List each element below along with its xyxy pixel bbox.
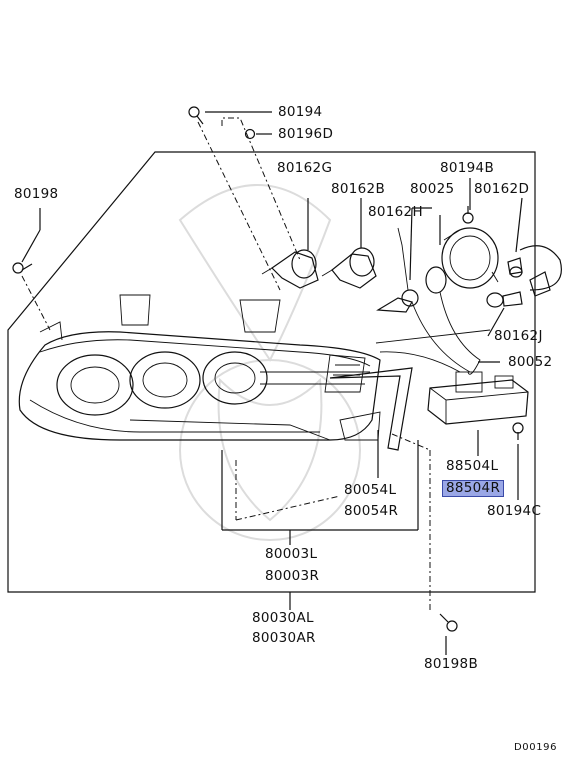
part-label-80003R[interactable]: 80003R [265, 568, 320, 584]
part-label-80194B[interactable]: 80194B [440, 160, 495, 176]
small-bulb-sockets [486, 245, 562, 308]
watermark-emblem [178, 184, 361, 541]
dust-cover [441, 227, 499, 289]
part-label-80052[interactable]: 80052 [508, 354, 553, 370]
part-label-80198B[interactable]: 80198B [424, 656, 479, 672]
part-label-80162B[interactable]: 80162B [331, 181, 386, 197]
part-label-80196D[interactable]: 80196D [278, 126, 334, 142]
part-label-80025[interactable]: 80025 [410, 181, 455, 197]
leader-lines [21, 111, 523, 655]
part-label-80194[interactable]: 80194 [278, 104, 323, 120]
fasteners [12, 106, 524, 632]
part-label-80162D[interactable]: 80162D [474, 181, 530, 197]
part-label-80162J[interactable]: 80162J [494, 328, 543, 344]
diagram-code: D00196 [514, 742, 558, 753]
part-label-88504L[interactable]: 88504L [446, 458, 499, 474]
part-label-80030AL[interactable]: 80030AL [252, 610, 314, 626]
headlamp-housing [18, 294, 381, 441]
part-label-80054L[interactable]: 80054L [344, 482, 397, 498]
bulb-and-harness [375, 227, 491, 375]
halogen-bulbs [261, 247, 377, 289]
part-label-80194C[interactable]: 80194C [487, 503, 542, 519]
hid-ballast [427, 371, 529, 425]
part-label-80162G[interactable]: 80162G [277, 160, 333, 176]
side-marker-strip [329, 367, 413, 451]
part-label-80162H[interactable]: 80162H [368, 204, 423, 220]
part-label-88504R-highlighted[interactable]: 88504R [442, 480, 505, 497]
part-label-80003L[interactable]: 80003L [265, 546, 318, 562]
part-label-80030AR[interactable]: 80030AR [252, 630, 316, 646]
assembly-frame [7, 151, 536, 593]
part-label-80198[interactable]: 80198 [14, 186, 59, 202]
part-label-80054R[interactable]: 80054R [344, 503, 399, 519]
